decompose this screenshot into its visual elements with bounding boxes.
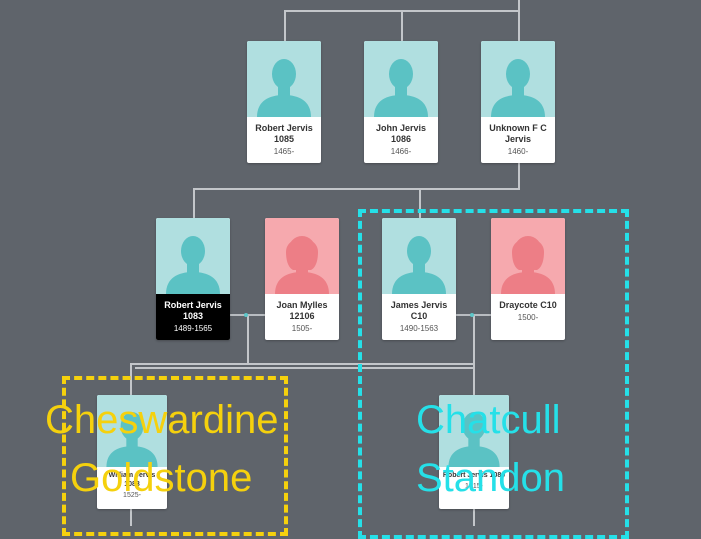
person-name: James Jervis C10 xyxy=(390,300,448,321)
connector-robert-1085-drop xyxy=(284,10,286,41)
person-card-robert-1085[interactable]: Robert Jervis 1085 1465- xyxy=(247,41,321,163)
female-avatar-icon xyxy=(491,218,565,294)
person-dates: 1490-1563 xyxy=(399,324,439,333)
person-dates: 1465- xyxy=(273,147,295,156)
region-label-standon: Standon xyxy=(416,456,566,500)
male-avatar-icon xyxy=(439,395,509,467)
connector-top-stem xyxy=(518,0,520,11)
person-name: Robert Jervis 1085 xyxy=(255,123,313,144)
connector-couple-2-stem xyxy=(473,316,475,368)
connector-mid-bar xyxy=(193,188,520,190)
person-dates: 1500- xyxy=(517,313,539,322)
person-card-john-1086[interactable]: John Jervis 1086 1466- xyxy=(364,41,438,163)
connector-low-bar xyxy=(130,363,475,365)
couple-link-robert-joan xyxy=(230,313,265,317)
male-avatar-icon xyxy=(156,218,230,294)
person-dates: 1505- xyxy=(291,324,313,333)
person-name: Joan Mylles 12106 xyxy=(276,300,328,321)
connector-robert-1080-child xyxy=(473,508,475,526)
person-name: Robert Jervis 1080 xyxy=(442,472,506,479)
region-label-goldstone: Goldstone xyxy=(70,456,253,500)
connector-unknown-fc-drop xyxy=(518,10,520,41)
person-name: Draycote C10 xyxy=(499,300,557,310)
region-label-cheswardine: Cheswardine xyxy=(45,398,279,442)
person-card-william-jervis-1088[interactable]: William Jervis 1088 1525- xyxy=(97,395,167,509)
person-card-joan-mylles-12106[interactable]: Joan Mylles 12106 1505- xyxy=(265,218,339,340)
male-avatar-icon xyxy=(247,41,321,117)
connector-william-child xyxy=(130,508,132,526)
person-dates: 1489-1565 xyxy=(173,324,213,333)
male-avatar-icon xyxy=(481,41,555,117)
male-avatar-icon xyxy=(364,41,438,117)
person-name: Robert Jervis 1083 xyxy=(164,300,222,321)
person-card-robert-jervis-1080[interactable]: Robert Jervis 1080 1515- xyxy=(439,395,509,509)
person-dates: 1460- xyxy=(507,147,529,156)
person-card-unknown-fc-jervis[interactable]: Unknown F C Jervis 1460- xyxy=(481,41,555,163)
region-label-chatcull: Chatcull xyxy=(416,398,561,442)
connector-robert-1080-drop xyxy=(473,363,475,395)
person-card-james-jervis-c10[interactable]: James Jervis C10 1490-1563 xyxy=(382,218,456,340)
female-avatar-icon xyxy=(265,218,339,294)
connector-unknown-fc-stem xyxy=(518,163,520,189)
male-avatar-icon xyxy=(97,395,167,467)
person-card-robert-1083[interactable]: Robert Jervis 1083 1489-1565 xyxy=(156,218,230,340)
connector-low-bar-2 xyxy=(135,367,475,369)
connector-couple-1-stem xyxy=(247,316,249,364)
person-name: John Jervis 1086 xyxy=(375,123,427,144)
person-dates: 1466- xyxy=(390,147,412,156)
male-avatar-icon xyxy=(382,218,456,294)
couple-link-james-draycote xyxy=(456,313,491,317)
connector-john-1086-drop xyxy=(401,10,403,41)
person-card-draycote-c10[interactable]: Draycote C10 1500- xyxy=(491,218,565,340)
person-name: Unknown F C Jervis xyxy=(489,123,547,144)
connector-james-c10-drop xyxy=(419,188,421,218)
person-dates: 1525- xyxy=(123,492,141,499)
person-name: William Jervis 1088 xyxy=(108,472,156,488)
person-dates: 1515- xyxy=(465,483,483,490)
connector-robert-1083-drop xyxy=(193,188,195,218)
